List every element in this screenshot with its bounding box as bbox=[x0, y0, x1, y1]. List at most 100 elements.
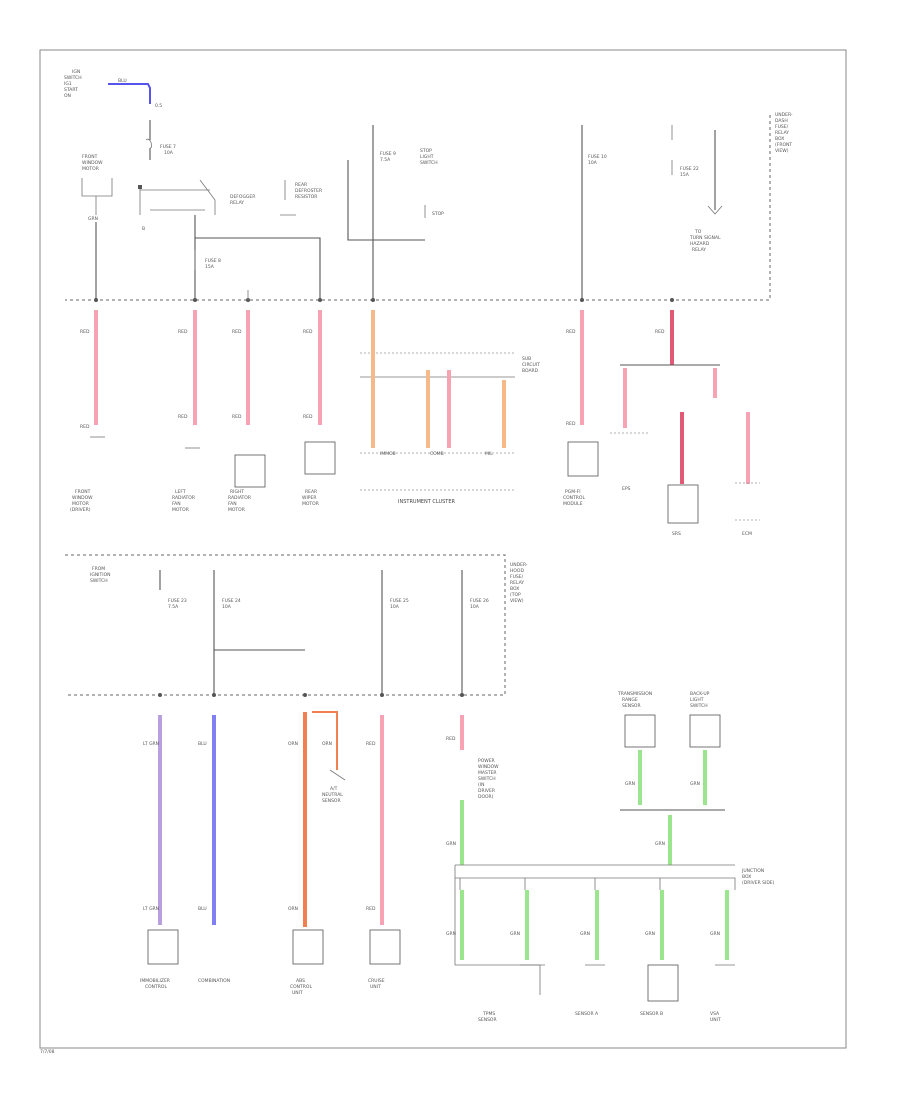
output-labels: TPMS SENSOR SENSOR A SENSOR B VSA UNIT bbox=[478, 1011, 721, 1023]
ignition-switch: IGN SWITCH IG1 START ON bbox=[64, 69, 82, 99]
svg-text:CONTROL: CONTROL bbox=[563, 495, 585, 501]
switch-label: RELAY bbox=[230, 200, 244, 206]
footer-code: 7/7/08 bbox=[40, 1049, 55, 1055]
svg-text:IG1: IG1 bbox=[64, 81, 72, 87]
svg-text:RED: RED bbox=[366, 741, 376, 747]
component-label: TURN SIGNAL bbox=[689, 235, 721, 241]
bus-lines-bottom bbox=[159, 570, 463, 695]
left-bottom-label: FROM IGNITION SWITCH bbox=[90, 566, 111, 584]
under-dash-box-label: UNDER- DASH FUSE/ RELAY BOX (FRONT VIEW) bbox=[775, 112, 793, 154]
wire-tag: BLU bbox=[118, 78, 127, 84]
sensor-label: RESISTOR bbox=[295, 194, 317, 200]
svg-text:RED: RED bbox=[566, 421, 576, 427]
fuse-label: FUSE 9 bbox=[380, 151, 396, 157]
pink-wires-top bbox=[94, 310, 674, 425]
svg-text:VIEW): VIEW) bbox=[510, 598, 524, 604]
svg-text:FUSE 24: FUSE 24 bbox=[222, 598, 241, 604]
svg-text:CONTROL: CONTROL bbox=[290, 984, 312, 990]
svg-text:BLU: BLU bbox=[198, 741, 207, 747]
svg-text:RELAY: RELAY bbox=[510, 580, 524, 586]
svg-text:RED: RED bbox=[178, 329, 188, 335]
svg-text:IGN: IGN bbox=[72, 69, 80, 75]
junction-dot bbox=[138, 185, 142, 189]
svg-text:LEFT: LEFT bbox=[175, 489, 186, 495]
connector-dots-top bbox=[94, 298, 674, 302]
power-window-label: POWER WINDOW MASTER SWITCH (IN DRIVER DO… bbox=[478, 758, 499, 800]
svg-text:FROM: FROM bbox=[92, 566, 105, 572]
svg-text:GRN: GRN bbox=[88, 216, 98, 222]
svg-text:MIL: MIL bbox=[485, 451, 493, 457]
relay-label: SWITCH bbox=[420, 160, 438, 166]
fuse-label: FUSE 7 bbox=[160, 144, 176, 150]
right-branch-wires bbox=[623, 368, 750, 484]
diagram-frame bbox=[39, 49, 847, 1049]
bus-line-195 bbox=[194, 215, 321, 300]
svg-text:IGNITION: IGNITION bbox=[90, 572, 111, 578]
svg-text:FRONT: FRONT bbox=[75, 489, 91, 495]
component-label: RELAY bbox=[692, 247, 706, 253]
svg-text:MOTOR: MOTOR bbox=[228, 507, 245, 513]
component-label: HAZARD bbox=[690, 241, 710, 247]
svg-text:LT GRN: LT GRN bbox=[143, 906, 159, 912]
fuse-label: 7.5A bbox=[380, 157, 391, 163]
relay-block-left: FRONT WINDOW MOTOR GRN bbox=[81, 154, 113, 300]
connector-marks bbox=[610, 432, 760, 521]
fuse-label: FUSE 22 bbox=[680, 166, 699, 172]
junction-return bbox=[454, 865, 540, 966]
svg-text:COMBINATION: COMBINATION bbox=[198, 978, 230, 984]
svg-text:RED: RED bbox=[303, 329, 313, 335]
svg-text:A/T: A/T bbox=[330, 786, 338, 792]
svg-text:SWITCH: SWITCH bbox=[64, 75, 82, 81]
svg-text:10A: 10A bbox=[222, 604, 232, 610]
relay-label: LIGHT bbox=[420, 154, 434, 160]
svg-text:REAR: REAR bbox=[305, 489, 317, 495]
sensor-label: DEFROSTER bbox=[295, 188, 322, 194]
svg-text:ECM: ECM bbox=[742, 531, 752, 537]
svg-text:INSTRUMENT CLUSTER: INSTRUMENT CLUSTER bbox=[398, 499, 456, 505]
wire-tags-top: RED RED RED RED RED RED RED RED RED RED … bbox=[80, 329, 665, 430]
sensor-labels: TRANSMISSION RANGE SENSOR BACK-UP LIGHT … bbox=[617, 691, 710, 709]
svg-text:RED: RED bbox=[655, 329, 665, 335]
svg-text:WINDOW: WINDOW bbox=[72, 495, 93, 501]
relay-label: STOP bbox=[420, 148, 432, 154]
svg-text:FUSE/: FUSE/ bbox=[775, 124, 789, 130]
fuse-label: FUSE 10 bbox=[588, 154, 607, 160]
svg-text:ON: ON bbox=[64, 93, 71, 99]
svg-text:RED: RED bbox=[232, 414, 242, 420]
svg-text:(DRIVER): (DRIVER) bbox=[70, 507, 91, 513]
svg-text:EPS: EPS bbox=[622, 486, 631, 492]
svg-text:BOX: BOX bbox=[742, 874, 751, 880]
svg-text:COMB: COMB bbox=[430, 451, 444, 457]
svg-text:FAN: FAN bbox=[172, 501, 181, 507]
svg-text:START: START bbox=[64, 87, 78, 93]
instrument-cluster: SUB CIRCUIT BOARD IMMOB COMB MIL INSTRUM… bbox=[360, 310, 540, 505]
svg-text:7.5A: 7.5A bbox=[168, 604, 179, 610]
svg-text:UNIT: UNIT bbox=[710, 1017, 721, 1023]
svg-text:VSA: VSA bbox=[710, 1011, 720, 1017]
fuse-label: 10A bbox=[588, 160, 598, 166]
svg-text:UNIT: UNIT bbox=[370, 984, 381, 990]
blue-wire-ignition bbox=[108, 83, 151, 104]
svg-text:NEUTRAL: NEUTRAL bbox=[322, 792, 343, 798]
neutral-sensor-label: A/T NEUTRAL SENSOR bbox=[322, 786, 343, 804]
svg-text:GRN: GRN bbox=[655, 841, 665, 847]
svg-text:FUSE 25: FUSE 25 bbox=[390, 598, 409, 604]
svg-text:JUNCTION: JUNCTION bbox=[741, 868, 764, 874]
sensor-boxes bbox=[624, 714, 721, 748]
svg-text:SENSOR: SENSOR bbox=[322, 798, 341, 804]
switch-label: DEFOGGER bbox=[230, 194, 255, 200]
svg-text:GRN: GRN bbox=[446, 931, 456, 937]
svg-text:BOARD: BOARD bbox=[522, 368, 539, 374]
svg-text:10A: 10A bbox=[390, 604, 400, 610]
svg-text:RED: RED bbox=[366, 906, 376, 912]
under-hood-box-label: UNDER- HOOD FUSE/ RELAY BOX (TOP VIEW) bbox=[510, 562, 528, 604]
svg-text:DRIVER: DRIVER bbox=[478, 788, 495, 794]
switch-label: STOP bbox=[432, 211, 444, 217]
svg-text:MOTOR: MOTOR bbox=[82, 166, 99, 172]
svg-text:UNIT: UNIT bbox=[292, 990, 303, 996]
svg-text:RIGHT: RIGHT bbox=[230, 489, 244, 495]
junction-bus-lines bbox=[455, 864, 736, 890]
svg-text:DASH: DASH bbox=[775, 118, 788, 124]
svg-text:PGM-FI: PGM-FI bbox=[565, 489, 581, 495]
svg-text:(FRONT: (FRONT bbox=[775, 142, 792, 148]
